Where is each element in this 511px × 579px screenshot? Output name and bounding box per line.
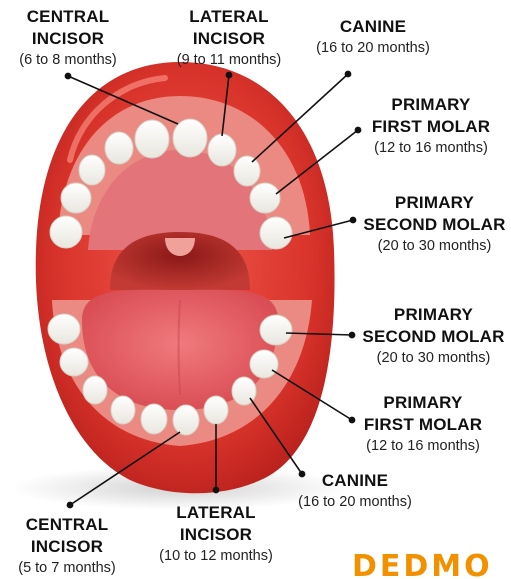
label-name: SECOND MOLAR: [356, 326, 511, 348]
leader-dot: [226, 72, 231, 77]
tooth-upper-central-right: [173, 119, 207, 157]
label-name: PRIMARY: [356, 304, 511, 326]
label-name: PRIMARY: [358, 94, 504, 116]
tooth-upper-second-molar-right: [260, 217, 292, 249]
label-top-lateral-incisor: LATERAL INCISOR (9 to 11 months): [162, 6, 296, 71]
label-name: FIRST MOLAR: [350, 414, 496, 436]
label-bottom-primary-second-molar: PRIMARY SECOND MOLAR (20 to 30 months): [356, 304, 511, 369]
tooth-lower-central-left: [141, 404, 167, 434]
tooth-upper-central-left: [135, 120, 169, 158]
tooth-upper-second-molar-left: [50, 216, 82, 248]
label-bottom-lateral-incisor: LATERAL INCISOR (10 to 12 months): [146, 502, 286, 567]
label-name: INCISOR: [146, 524, 286, 546]
label-name: SECOND MOLAR: [358, 214, 511, 236]
label-name: INCISOR: [162, 28, 296, 50]
leader-dot: [65, 73, 70, 78]
label-name: PRIMARY: [350, 392, 496, 414]
label-top-central-incisor: CENTRAL INCISOR (6 to 8 months): [0, 6, 136, 71]
tooth-lower-first-molar-left: [60, 348, 88, 376]
tooth-lower-canine-left: [83, 376, 107, 404]
label-age: (20 to 30 months): [358, 236, 511, 257]
leader-dot: [350, 217, 355, 222]
label-name: INCISOR: [0, 28, 136, 50]
tooth-upper-first-molar-right: [250, 183, 280, 213]
leader-dot: [345, 71, 350, 76]
tooth-upper-canine-right: [234, 156, 260, 186]
tooth-upper-lateral-left: [105, 132, 133, 164]
label-name: LATERAL: [162, 6, 296, 28]
label-top-primary-second-molar: PRIMARY SECOND MOLAR (20 to 30 months): [358, 192, 511, 257]
label-name: CENTRAL: [0, 514, 134, 536]
tooth-upper-canine-left: [79, 155, 105, 185]
label-age: (12 to 16 months): [358, 138, 504, 159]
tooth-upper-lateral-right: [208, 134, 236, 166]
tooth-lower-central-right: [173, 405, 199, 435]
label-bottom-primary-first-molar: PRIMARY FIRST MOLAR (12 to 16 months): [350, 392, 496, 457]
label-age: (16 to 20 months): [300, 38, 446, 59]
label-age: (6 to 8 months): [0, 50, 136, 71]
label-age: (12 to 16 months): [350, 436, 496, 457]
label-age: (10 to 12 months): [146, 546, 286, 567]
label-age: (9 to 11 months): [162, 50, 296, 71]
tooth-lower-lateral-right: [204, 396, 228, 424]
label-name: FIRST MOLAR: [358, 116, 504, 138]
label-name: INCISOR: [0, 536, 134, 558]
leader-dot: [349, 332, 354, 337]
label-bottom-central-incisor: CENTRAL INCISOR (5 to 7 months): [0, 514, 134, 579]
label-age: (5 to 7 months): [0, 558, 134, 579]
tooth-lower-lateral-left: [111, 396, 135, 424]
label-top-primary-first-molar: PRIMARY FIRST MOLAR (12 to 16 months): [358, 94, 504, 159]
label-name: LATERAL: [146, 502, 286, 524]
label-top-canine: CANINE (16 to 20 months): [300, 16, 446, 59]
label-bottom-canine: CANINE (16 to 20 months): [282, 470, 428, 513]
label-name: CANINE: [300, 16, 446, 38]
label-age: (16 to 20 months): [282, 492, 428, 513]
tooth-upper-first-molar-left: [61, 183, 91, 213]
leader-dot: [213, 487, 218, 492]
label-age: (20 to 30 months): [356, 348, 511, 369]
brand-logo: DEDMO: [352, 552, 493, 578]
leader-dot: [67, 502, 72, 507]
label-name: PRIMARY: [358, 192, 511, 214]
label-name: CENTRAL: [0, 6, 136, 28]
label-name: CANINE: [282, 470, 428, 492]
tooth-lower-second-molar-right: [260, 315, 292, 345]
tooth-lower-second-molar-left: [48, 314, 80, 344]
tooth-lower-first-molar-right: [250, 350, 278, 378]
